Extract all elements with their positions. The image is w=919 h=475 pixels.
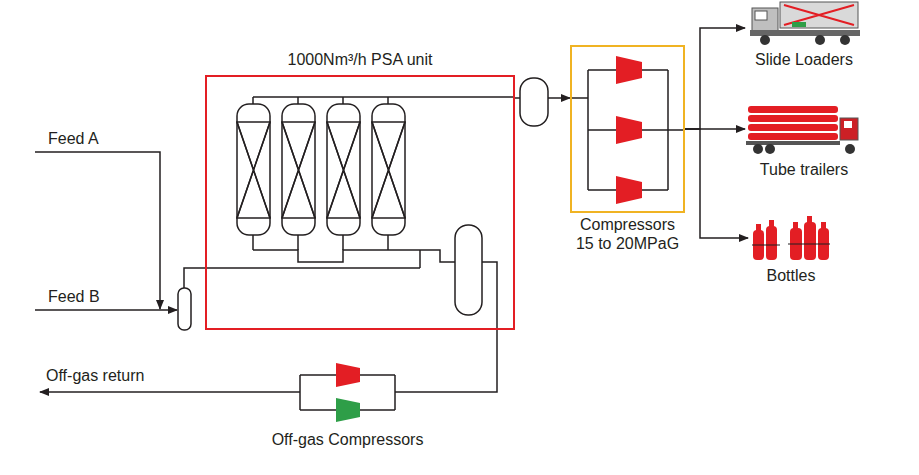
node-label: Off-gas Compressors	[268, 430, 428, 449]
node-label: Compressors 15 to 20MPaG	[572, 215, 684, 253]
psa-unit-box: 1000Nm³/h PSA unit	[205, 75, 515, 330]
flow-line	[685, 129, 748, 238]
node-label: Slide Loaders	[745, 50, 863, 69]
node-label: Bottles	[748, 266, 834, 285]
flow-line	[685, 28, 745, 129]
compressor-box: Compressors 15 to 20MPaG	[570, 45, 685, 213]
tube-trailer-icon: Tube trailers	[745, 102, 863, 156]
slide-loader-icon: Slide Loaders	[745, 0, 863, 46]
node-label: Tube trailers	[745, 160, 863, 179]
flow-line	[395, 330, 497, 392]
stream-label: Feed A	[46, 129, 101, 148]
node-label: 1000Nm³/h PSA unit	[205, 50, 515, 69]
offgas-compressor-group: Off-gas Compressors	[300, 360, 395, 426]
bottles-icon: Bottles	[748, 214, 834, 262]
stream-label: Off-gas return	[44, 366, 146, 385]
stream-label: Feed B	[46, 287, 102, 306]
